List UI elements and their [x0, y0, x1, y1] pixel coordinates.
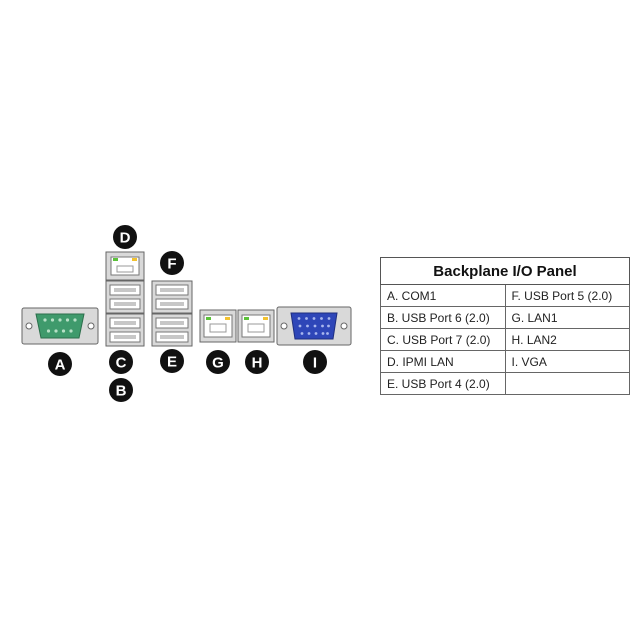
led-green-icon: [206, 317, 211, 320]
marker-c: C: [109, 350, 133, 374]
legend-cell: E. USB Port 4 (2.0): [380, 372, 506, 395]
svg-text:I: I: [313, 355, 317, 372]
svg-text:F: F: [167, 256, 176, 273]
usb-port-6: [105, 313, 145, 347]
svg-text:E: E: [167, 354, 177, 371]
led-yellow-icon: [132, 258, 137, 261]
marker-f: F: [160, 251, 184, 275]
usb-port-7: [105, 280, 145, 314]
ipmi-lan-port: [105, 251, 145, 281]
table-row: B. USB Port 6 (2.0) G. LAN1: [380, 306, 630, 329]
legend-cell: I. VGA: [504, 350, 630, 373]
svg-text:C: C: [116, 355, 127, 372]
legend-cell: [504, 372, 630, 395]
legend-table: Backplane I/O Panel A. COM1 F. USB Port …: [380, 257, 630, 395]
marker-a: A: [48, 352, 72, 376]
svg-text:H: H: [252, 355, 263, 372]
legend-cell: G. LAN1: [504, 306, 630, 329]
lan1-port: [199, 309, 237, 343]
led-yellow-icon: [263, 317, 268, 320]
usb-port-4: [151, 313, 193, 347]
com1-port: [21, 307, 99, 345]
table-row: A. COM1 F. USB Port 5 (2.0): [380, 284, 630, 307]
usb-port-5: [151, 280, 193, 314]
led-yellow-icon: [225, 317, 230, 320]
svg-text:G: G: [212, 355, 224, 372]
marker-g: G: [206, 350, 230, 374]
legend-cell: C. USB Port 7 (2.0): [380, 328, 506, 351]
legend-cell: F. USB Port 5 (2.0): [504, 284, 630, 307]
svg-text:D: D: [120, 230, 131, 247]
led-green-icon: [113, 258, 118, 261]
marker-b: B: [109, 378, 133, 402]
legend-cell: A. COM1: [380, 284, 506, 307]
svg-text:B: B: [116, 383, 127, 400]
table-row: C. USB Port 7 (2.0) H. LAN2: [380, 328, 630, 351]
marker-h: H: [245, 350, 269, 374]
marker-d: D: [113, 225, 137, 249]
legend-cell: H. LAN2: [504, 328, 630, 351]
marker-i: I: [303, 350, 327, 374]
legend-header-row: Backplane I/O Panel: [380, 257, 630, 285]
led-green-icon: [244, 317, 249, 320]
table-row: D. IPMI LAN I. VGA: [380, 350, 630, 373]
marker-e: E: [160, 349, 184, 373]
legend-title: Backplane I/O Panel: [380, 257, 630, 285]
table-row: E. USB Port 4 (2.0): [380, 372, 630, 395]
lan2-port: [237, 309, 275, 343]
legend-cell: B. USB Port 6 (2.0): [380, 306, 506, 329]
com1-connector: [35, 313, 85, 339]
legend-cell: D. IPMI LAN: [380, 350, 506, 373]
svg-text:A: A: [55, 357, 66, 374]
vga-port: [276, 306, 352, 346]
